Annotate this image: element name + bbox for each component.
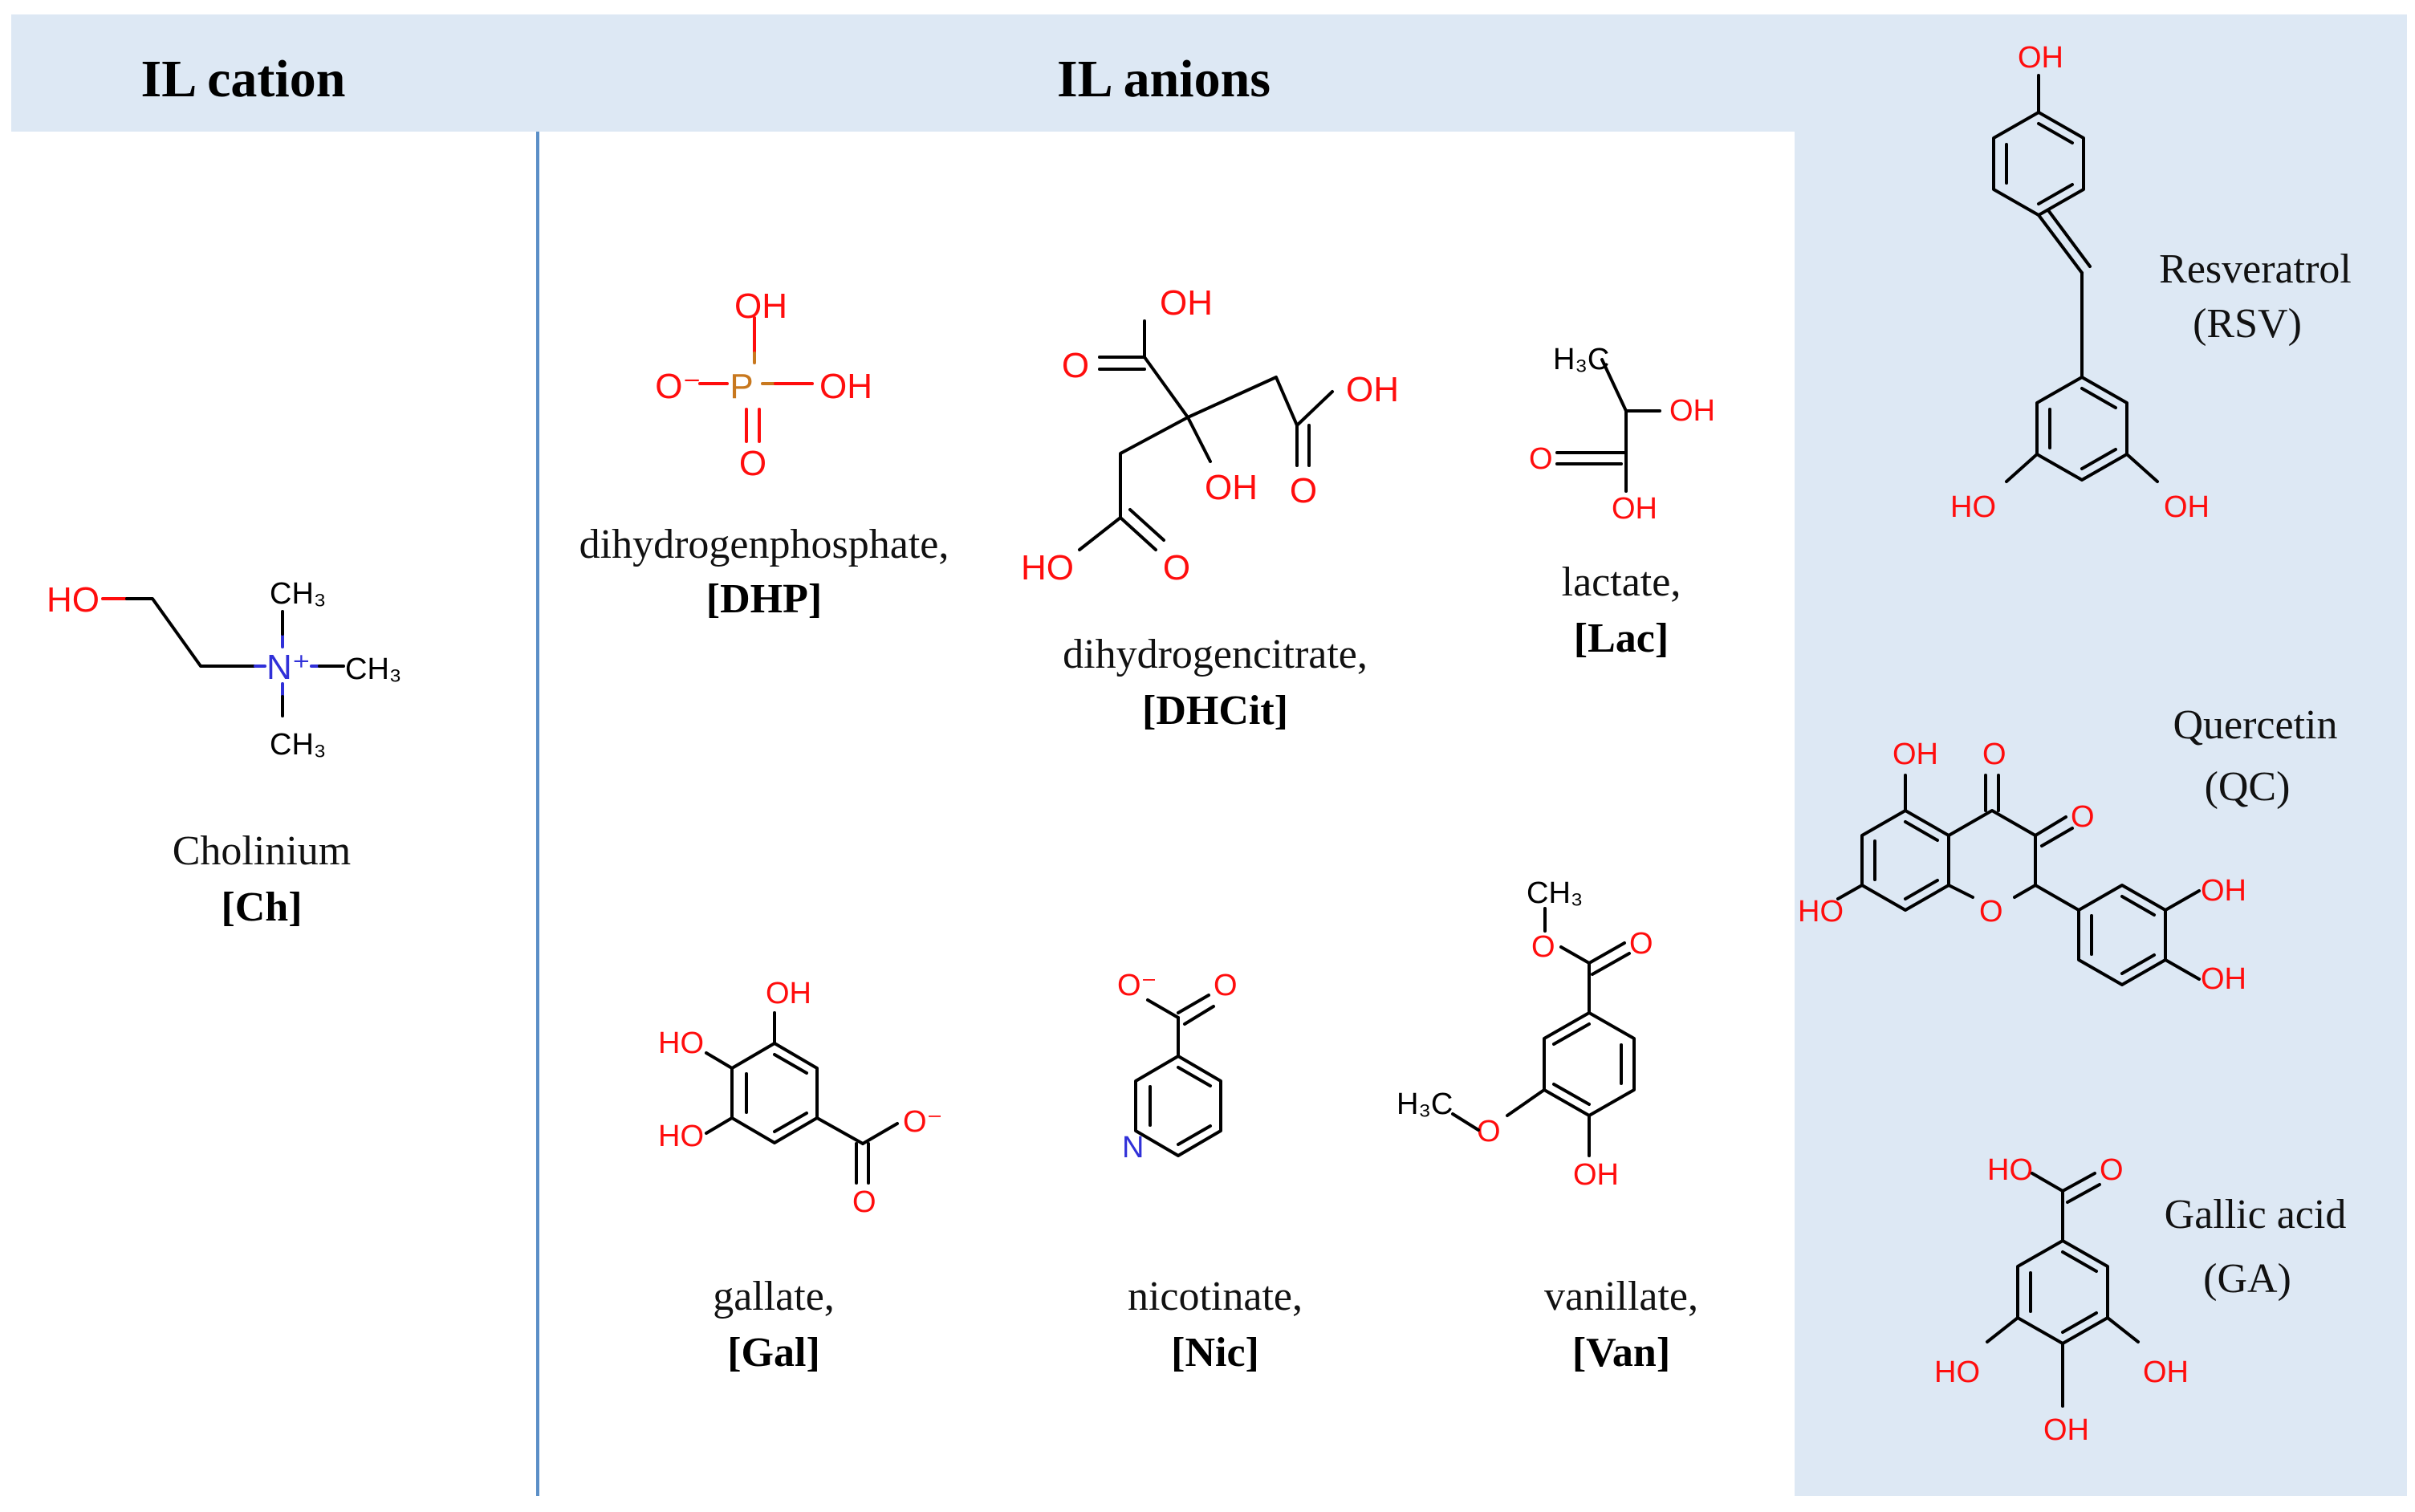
atom-label: N⁺ (266, 648, 311, 687)
anion-name-dhcit: dihydrogencitrate, (1063, 632, 1368, 677)
drug-abbr-quercetin: (QC) (2205, 764, 2291, 810)
atom-label: HO (1798, 895, 1844, 929)
atom-label: N (1122, 1131, 1144, 1164)
anion-abbr-lactate: [Lac] (1574, 616, 1669, 661)
atom-label: CH₃ (1527, 876, 1583, 910)
atom-label: O⁻ (1117, 969, 1157, 1002)
atom-label: O (2071, 800, 2095, 834)
atom-label: OH (1612, 492, 1657, 526)
structure-gallic-acid: HO O HO OH OH (1934, 1153, 2189, 1447)
atom-label: OH (2201, 874, 2246, 908)
structure-dhp: P OH O⁻ OH O (655, 287, 872, 483)
atom-label: CH₃ (270, 577, 326, 611)
header-band (11, 14, 1795, 132)
atom-label: O (1629, 927, 1653, 961)
atom-label: OH (1893, 738, 1938, 771)
atom-label: O (852, 1185, 876, 1219)
atom-label: OH (1346, 370, 1399, 409)
atom-label: OH (1669, 394, 1715, 428)
drug-name-resveratrol: Resveratrol (2159, 246, 2352, 292)
anion-name-gallate: gallate, (713, 1274, 835, 1319)
header-cation: IL cation (141, 50, 346, 108)
atom-label: O (1982, 738, 2006, 771)
atom-label: HO (1950, 490, 1996, 524)
atom-label: OH (2164, 490, 2210, 524)
anion-abbr-nicotinate: [Nic] (1171, 1330, 1259, 1376)
atom-label: O (1290, 471, 1317, 510)
anion-name-nicotinate: nicotinate, (1128, 1274, 1303, 1319)
anion-name-dhp: dihydrogenphosphate, (579, 522, 949, 567)
atom-label: H₃C (1553, 343, 1609, 376)
drug-name-quercetin: Quercetin (2173, 702, 2337, 748)
atom-label: OH (819, 367, 872, 406)
atom-label: O (1531, 930, 1555, 964)
atom-label: O (1477, 1115, 1501, 1148)
atom-label: O (739, 444, 766, 483)
anion-abbr-gallate: [Gal] (727, 1330, 820, 1376)
atom-label: OH (1573, 1158, 1619, 1192)
structure-quercetin: OH HO O O O OH OH (1798, 738, 2246, 996)
atom-label: OH (734, 287, 787, 326)
atom-label: CH₃ (270, 728, 326, 762)
structure-vanillate: CH₃ O O OH O H₃C (1397, 876, 1653, 1192)
atom-label: O⁻ (903, 1105, 943, 1139)
cation-name: Cholinium (173, 828, 351, 874)
atom-label: OH (2018, 41, 2063, 75)
atom-label: O (1979, 895, 2003, 929)
anion-name-vanillate: vanillate, (1544, 1274, 1698, 1319)
anion-abbr-vanillate: [Van] (1572, 1330, 1670, 1376)
structure-cholinium: HO N⁺ CH₃ CH₃ CH₃ (47, 577, 401, 762)
atom-label: OH (766, 977, 811, 1010)
atom-label: HO (1987, 1153, 2033, 1187)
anion-abbr-dhp: [DHP] (706, 576, 822, 622)
atom-label: O (1214, 969, 1238, 1002)
atom-label: H₃C (1397, 1087, 1453, 1121)
structure-gallate: OH HO HO O⁻ O (658, 977, 943, 1219)
drug-panel (1795, 14, 2407, 1496)
drug-abbr-resveratrol: (RSV) (2193, 301, 2302, 347)
structure-nicotinate: N O⁻ O (1117, 969, 1238, 1164)
drug-abbr-gallic-acid: (GA) (2203, 1256, 2291, 1302)
atom-label: HO (1934, 1356, 1980, 1389)
atom-label: O⁻ (655, 367, 701, 406)
structure-lactate: H₃C OH O OH (1529, 343, 1715, 526)
atom-label: OH (2201, 962, 2246, 996)
atom-label: OH (1160, 283, 1213, 323)
atom-label: HO (47, 580, 100, 620)
atom-label: OH (2043, 1413, 2089, 1447)
atom-label: HO (1021, 548, 1074, 587)
atom-label: OH (2143, 1356, 2189, 1389)
atom-label: CH₃ (345, 652, 401, 686)
atom-label: O (1062, 346, 1089, 385)
anion-name-lactate: lactate, (1562, 559, 1681, 605)
cation-abbr: [Ch] (221, 884, 302, 930)
drug-name-gallic-acid: Gallic acid (2165, 1192, 2347, 1238)
structure-dhcit: OH O O OH OH HO O (1021, 283, 1399, 587)
atom-label: O (2100, 1153, 2124, 1187)
atom-label: O (1529, 442, 1553, 476)
atom-label: OH (1205, 468, 1258, 507)
atom-label: HO (658, 1026, 704, 1060)
header-anions: IL anions (1057, 50, 1271, 108)
anion-abbr-dhcit: [DHCit] (1142, 688, 1288, 734)
atom-label: HO (658, 1120, 704, 1153)
atom-label: P (730, 367, 753, 406)
atom-label: O (1163, 548, 1190, 587)
structure-resveratrol: OH HO OH (1950, 41, 2210, 524)
